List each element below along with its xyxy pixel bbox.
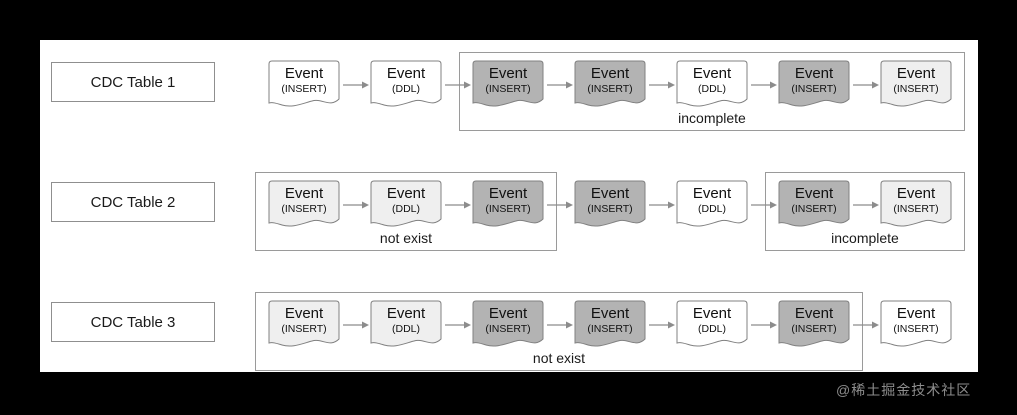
group-label: not exist: [379, 230, 433, 246]
flow-arrow: [544, 80, 574, 90]
flow-arrow: [442, 320, 472, 330]
flow-arrow: [850, 80, 880, 90]
flow-arrow: [646, 80, 676, 90]
flow-arrow: [442, 200, 472, 210]
event-node[interactable]: Event(DDL): [676, 180, 748, 228]
event-node[interactable]: Event(INSERT): [574, 300, 646, 348]
flow-arrow: [850, 320, 880, 330]
group-label: incomplete: [678, 110, 746, 126]
event-node[interactable]: Event(DDL): [370, 300, 442, 348]
flow-arrow: [544, 320, 574, 330]
event-node[interactable]: Event(DDL): [370, 180, 442, 228]
event-node[interactable]: Event(INSERT): [268, 60, 340, 108]
event-node[interactable]: Event(INSERT): [880, 180, 952, 228]
group-box-incomplete: [765, 172, 965, 251]
group-label: incomplete: [831, 230, 899, 246]
event-node[interactable]: Event(DDL): [676, 300, 748, 348]
cdc-table-label-3: CDC Table 3: [51, 302, 215, 342]
event-node[interactable]: Event(INSERT): [268, 300, 340, 348]
flow-arrow: [850, 200, 880, 210]
flow-arrow: [544, 200, 574, 210]
group-box-not-exist: [255, 292, 863, 371]
event-node[interactable]: Event(INSERT): [778, 60, 850, 108]
flow-arrow: [646, 320, 676, 330]
group-label: not exist: [532, 350, 586, 366]
flow-arrow: [646, 200, 676, 210]
event-node[interactable]: Event(INSERT): [574, 180, 646, 228]
event-node[interactable]: Event(DDL): [676, 60, 748, 108]
cdc-table-label-1: CDC Table 1: [51, 62, 215, 102]
group-box-incomplete: [459, 52, 965, 131]
event-node[interactable]: Event(DDL): [370, 60, 442, 108]
event-node[interactable]: Event(INSERT): [574, 60, 646, 108]
event-node[interactable]: Event(INSERT): [778, 180, 850, 228]
cdc-table-label-2: CDC Table 2: [51, 182, 215, 222]
event-node[interactable]: Event(INSERT): [472, 180, 544, 228]
event-node[interactable]: Event(INSERT): [880, 60, 952, 108]
event-node[interactable]: Event(INSERT): [472, 300, 544, 348]
flow-arrow: [748, 80, 778, 90]
event-node[interactable]: Event(INSERT): [880, 300, 952, 348]
watermark: @稀土掘金技术社区: [836, 382, 972, 398]
flow-arrow: [340, 320, 370, 330]
flow-arrow: [748, 320, 778, 330]
event-node[interactable]: Event(INSERT): [778, 300, 850, 348]
group-box-not-exist: [255, 172, 557, 251]
event-node[interactable]: Event(INSERT): [472, 60, 544, 108]
flow-arrow: [340, 80, 370, 90]
flow-arrow: [340, 200, 370, 210]
flow-arrow: [748, 200, 778, 210]
event-node[interactable]: Event(INSERT): [268, 180, 340, 228]
flow-arrow: [442, 80, 472, 90]
